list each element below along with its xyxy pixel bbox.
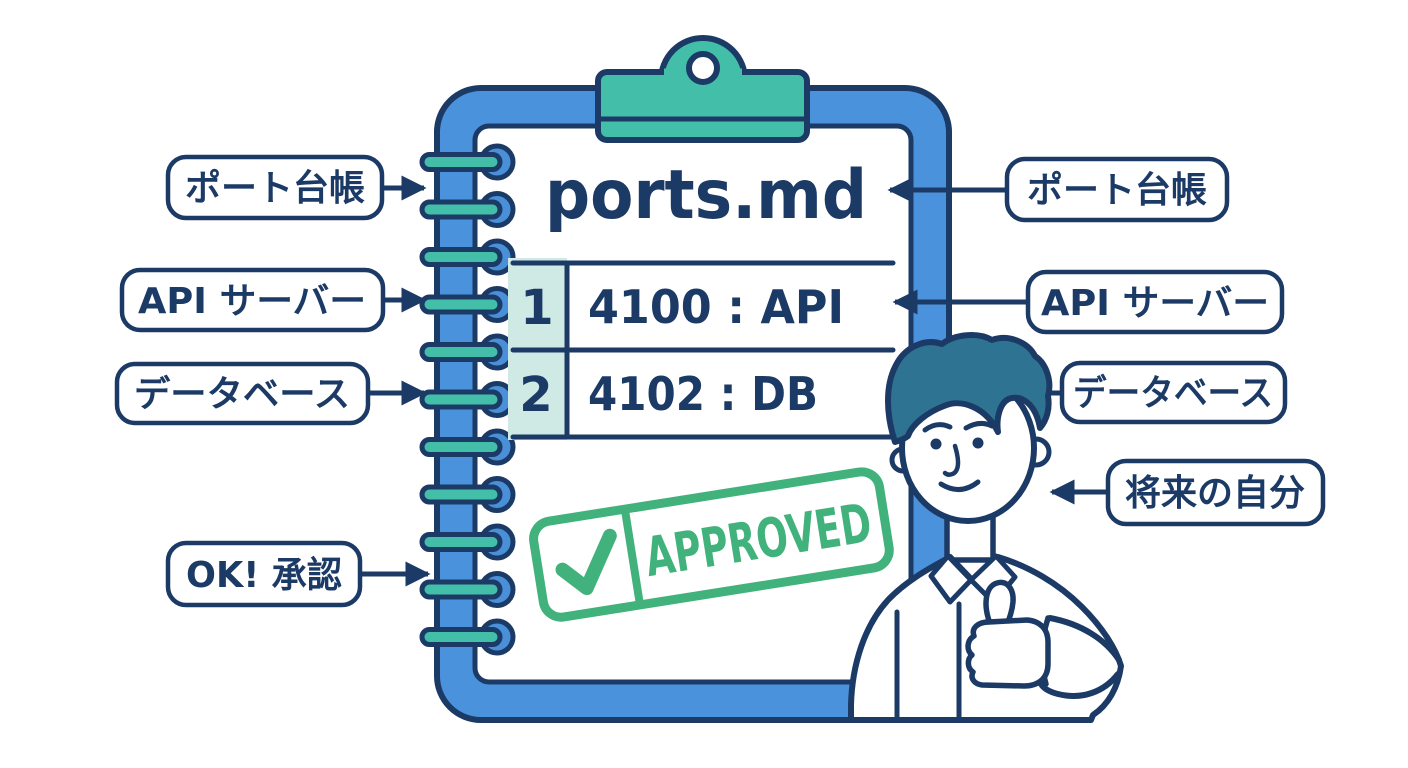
label-text-future-self: 将来の自分 [1125,473,1305,514]
eyebrow-left [922,422,953,433]
label-text-api-server-right: API サーバー [1041,283,1269,324]
eye-left [930,438,942,450]
row-2-number: 2 [519,367,552,423]
row-2-entry: 4102 : DB [588,367,818,421]
row-1-entry: 4100 : API [588,280,844,334]
label-text-api-server-left: API サーバー [138,281,366,322]
callout-right-database: データベース [1059,360,1288,425]
callout-left-port-ledger: ポート台帳 [165,154,427,221]
stamp-border [529,467,894,622]
callout-left-database: データベース [114,361,427,426]
label-box [119,267,386,333]
smile [938,479,981,492]
checkmark-icon [555,528,617,596]
fist [965,617,1051,689]
label-box [1059,360,1288,425]
stamp-divider [621,507,644,607]
ports-table: 1 4100 : API 2 4102 : DB [508,258,896,440]
spiral-rings-bars [419,152,503,647]
row-1-number: 1 [520,280,553,336]
clipboard: ports.md 1 4100 : API 2 4102 : DB APPROV… [419,35,952,723]
label-text-database-right: データベース [1073,372,1273,414]
eyebrow-right [963,420,995,431]
forearm-upper-edge [1047,615,1122,663]
label-text-port-ledger-left: ポート台帳 [185,167,365,209]
spiral-binding [419,143,516,656]
callout-right-future-self: 将来の自分 [1049,458,1326,527]
person-future-self [848,332,1124,723]
clip-hole [686,51,720,85]
label-box [165,154,385,221]
label-box [114,361,371,426]
forearm-lower-edge [1038,671,1121,699]
callout-right-port-ledger: ポート台帳 [887,156,1230,223]
label-box [165,540,363,608]
label-text-port-ledger-right: ポート台帳 [1027,169,1207,211]
collar-left [928,553,974,605]
callout-right-api-server: API サーバー [892,269,1285,335]
eye-right [972,437,984,449]
thumbs-up-hand [965,579,1051,689]
person-hair [885,332,1053,445]
clipboard-clip-icon [595,35,810,143]
nose [942,443,961,477]
label-text-ok-approval: OK! 承認 [186,555,342,596]
label-text-database-left: データベース [134,373,350,415]
thumb [983,579,1016,629]
file-title: ports.md [545,156,867,235]
callout-left-api-server: API サーバー [119,267,427,333]
callout-left-ok-approval: OK! 承認 [165,540,431,608]
